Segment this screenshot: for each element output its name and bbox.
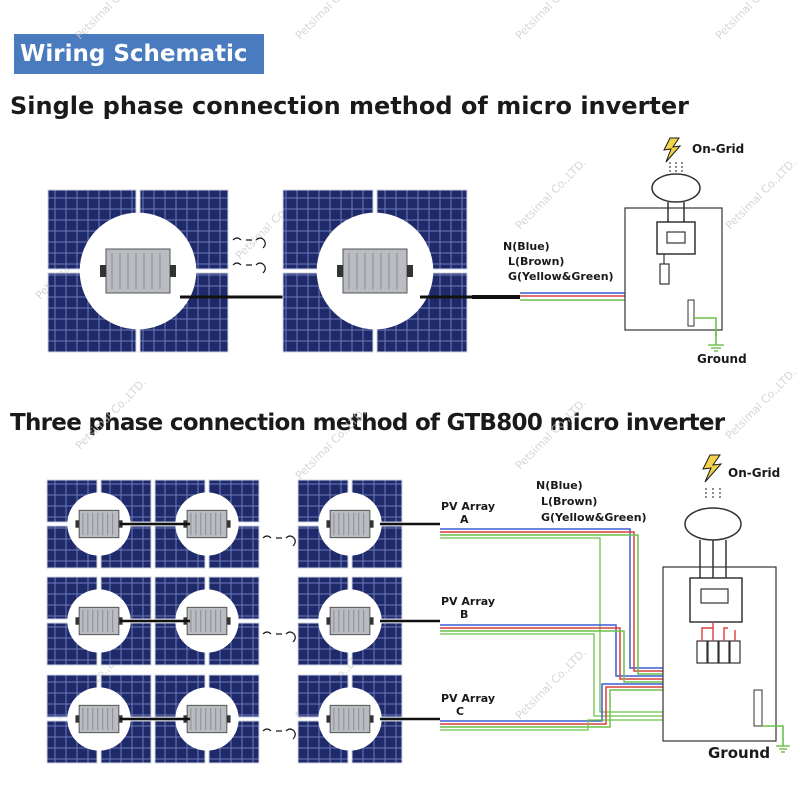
watermark-text: Petsimal Co.,LTD. — [73, 0, 149, 42]
watermark-text: Petsimal Co.,LTD. — [513, 396, 589, 472]
micro-inverter-icon — [75, 606, 123, 636]
micro-inverter-icon — [100, 248, 176, 294]
single-phase-heading: Single phase connection method of micro … — [10, 92, 689, 120]
lightning-icon — [702, 454, 723, 483]
three-phase-panels — [46, 479, 440, 764]
watermark-text: Petsimal Co.,LTD. — [513, 646, 589, 722]
breaker-bank — [696, 640, 741, 664]
panel-group-left — [47, 189, 330, 353]
solar-panel-group — [46, 576, 152, 666]
wire-label-ground-3p: G(Yellow&Green) — [541, 511, 647, 524]
solar-panel-group — [297, 674, 403, 764]
wire-label-ground: G(Yellow&Green) — [508, 270, 614, 283]
watermark-text: Petsimal Co.,LTD. — [723, 156, 799, 232]
array-a-letter: A — [460, 513, 469, 526]
three-phase-heading: Three phase connection method of GTB800 … — [10, 410, 725, 436]
ground-icon — [708, 344, 724, 352]
array-c-title: PV Array — [441, 692, 495, 705]
grid-meter — [651, 173, 701, 203]
micro-inverter-icon — [183, 509, 231, 539]
array-c-letter: C — [456, 705, 464, 718]
watermark-text: Petsimal Co.,LTD. — [293, 0, 369, 42]
breaker — [659, 263, 670, 285]
micro-inverter-icon — [326, 704, 374, 734]
solar-panel-group — [46, 674, 152, 764]
array-b-title: PV Array — [441, 595, 495, 608]
panel-group-right — [282, 189, 472, 353]
watermark-text: Petsimal Co.,LTD. — [293, 406, 369, 482]
lightning-icon — [663, 137, 682, 163]
ground-label-3p: Ground — [708, 744, 770, 762]
section-badge-text: Wiring Schematic — [20, 41, 248, 67]
solar-panel-group — [297, 479, 403, 569]
watermark-text: Petsimal Co.,LTD. — [713, 0, 789, 42]
micro-inverter-icon — [326, 606, 374, 636]
grid-meter-3p — [684, 507, 742, 541]
solar-panel-group — [282, 189, 468, 353]
wire-label-neutral-3p: N(Blue) — [536, 479, 583, 492]
solar-panel-group — [154, 576, 260, 666]
dots-connector-icon — [262, 535, 296, 740]
ground-icon — [776, 745, 790, 753]
solar-panel-group — [154, 674, 260, 764]
wire-label-live: L(Brown) — [508, 255, 564, 268]
section-badge: Wiring Schematic — [14, 34, 264, 74]
micro-inverter-icon — [75, 704, 123, 734]
solar-panel-group — [297, 576, 403, 666]
ground-label: Ground — [697, 352, 747, 366]
watermark-text: Petsimal Co.,LTD. — [513, 156, 589, 232]
micro-inverter-icon — [183, 704, 231, 734]
ground-bar-3p — [753, 689, 763, 727]
micro-inverter-icon — [326, 509, 374, 539]
dots-connector-icon — [232, 237, 266, 274]
single-phase-diagram: On-Grid Ground N(Blue) L(Brown) G(Yellow… — [47, 137, 747, 366]
watermark-text: Petsimal Co.,LTD. — [513, 0, 589, 42]
solar-panel-group — [47, 189, 229, 353]
three-phase-diagram: On-Grid Ground N(Blue) L(Brown) G(Yellow… — [46, 454, 790, 764]
array-b-letter: B — [460, 608, 468, 621]
wire-label-live-3p: L(Brown) — [541, 495, 597, 508]
micro-inverter-icon — [183, 606, 231, 636]
watermark-text: Petsimal Co.,LTD. — [723, 366, 799, 442]
micro-inverter-icon — [337, 248, 413, 294]
wire-label-neutral: N(Blue) — [503, 240, 550, 253]
watermark-text: Petsimal Co.,LTD. — [73, 376, 149, 452]
micro-inverter-icon — [75, 509, 123, 539]
on-grid-label: On-Grid — [692, 142, 744, 156]
array-a-title: PV Array — [441, 500, 495, 513]
solar-panel-group — [46, 479, 152, 569]
on-grid-label-3p: On-Grid — [728, 466, 780, 480]
ground-bar — [687, 299, 695, 327]
